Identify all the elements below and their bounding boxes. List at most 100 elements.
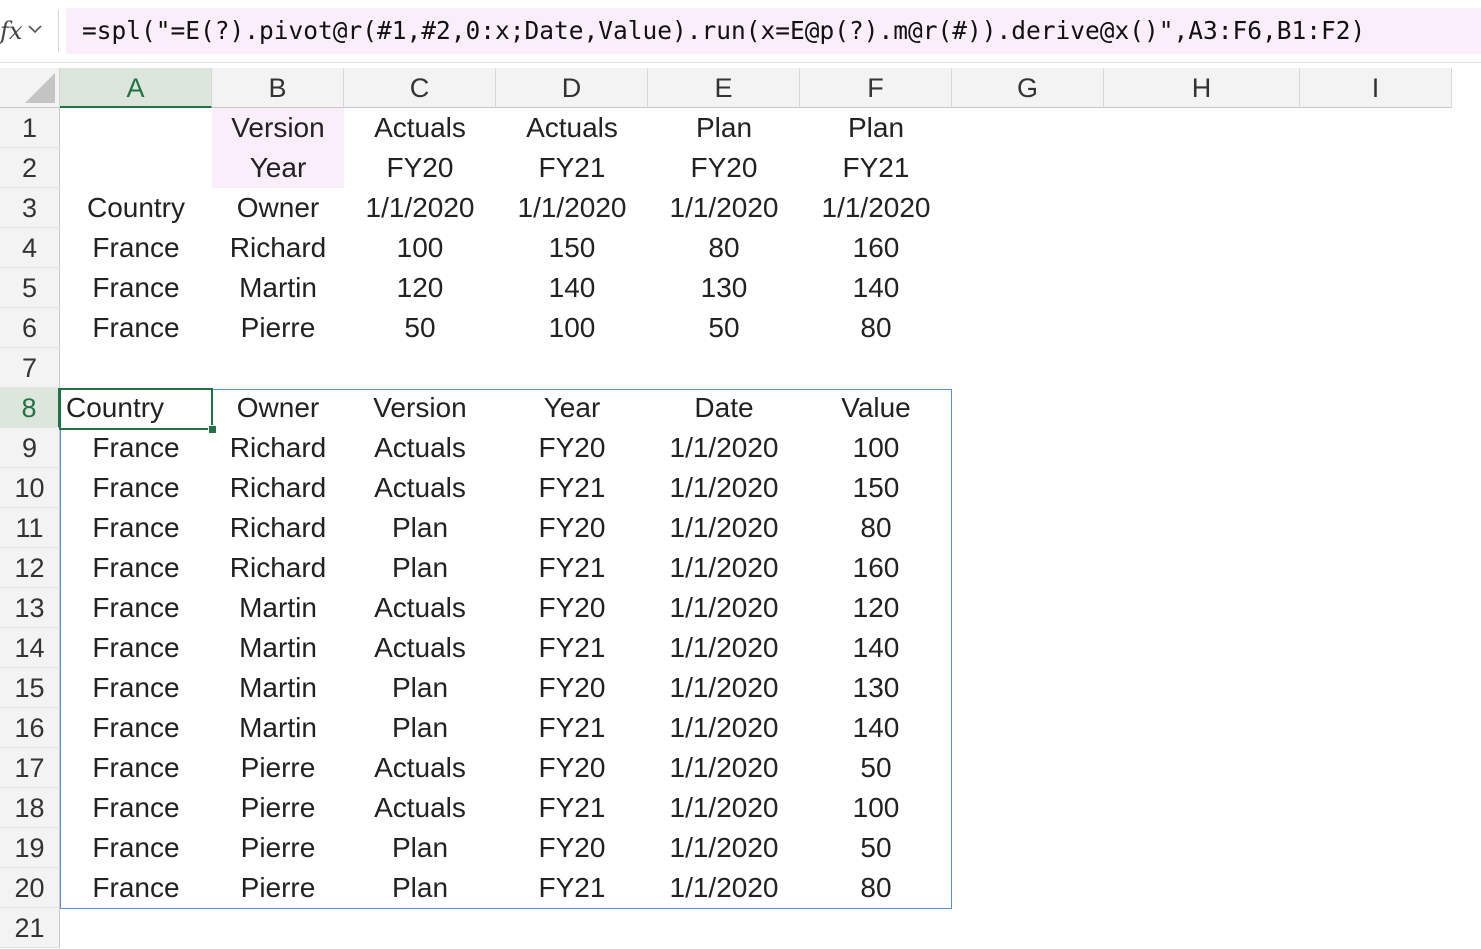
cell-f18[interactable]: 100 bbox=[852, 792, 900, 823]
column-header-f[interactable]: F bbox=[800, 68, 952, 108]
cell-c9[interactable]: Actuals bbox=[374, 432, 466, 463]
cell-e15[interactable]: 1/1/2020 bbox=[669, 672, 779, 703]
cell-b3[interactable]: Owner bbox=[236, 192, 320, 223]
row-header-13[interactable]: 13 bbox=[0, 588, 60, 628]
cell-b5[interactable]: Martin bbox=[239, 272, 317, 303]
cell-f20[interactable]: 80 bbox=[860, 872, 892, 903]
cell-d19[interactable]: FY20 bbox=[538, 832, 606, 863]
cell-d16[interactable]: FY21 bbox=[538, 712, 606, 743]
cell-c4[interactable]: 100 bbox=[396, 232, 444, 263]
cell-c17[interactable]: Actuals bbox=[374, 752, 466, 783]
cell-b10[interactable]: Richard bbox=[229, 472, 327, 503]
cell-c19[interactable]: Plan bbox=[391, 832, 449, 863]
cell-f9[interactable]: 100 bbox=[852, 432, 900, 463]
cell-d9[interactable]: FY20 bbox=[538, 432, 606, 463]
row-header-20[interactable]: 20 bbox=[0, 868, 60, 908]
row-header-11[interactable]: 11 bbox=[0, 508, 60, 548]
function-icon[interactable]: fx bbox=[0, 17, 23, 45]
cell-d11[interactable]: FY20 bbox=[538, 512, 606, 543]
column-header-d[interactable]: D bbox=[496, 68, 648, 108]
cell-e11[interactable]: 1/1/2020 bbox=[669, 512, 779, 543]
cell-e16[interactable]: 1/1/2020 bbox=[669, 712, 779, 743]
cell-d4[interactable]: 150 bbox=[548, 232, 596, 263]
cell-a9[interactable]: France bbox=[92, 432, 180, 463]
cell-a10[interactable]: France bbox=[92, 472, 180, 503]
cell-e4[interactable]: 80 bbox=[708, 232, 740, 263]
cell-e19[interactable]: 1/1/2020 bbox=[669, 832, 779, 863]
cell-e14[interactable]: 1/1/2020 bbox=[669, 632, 779, 663]
cell-f17[interactable]: 50 bbox=[860, 752, 892, 783]
cell-c13[interactable]: Actuals bbox=[374, 592, 466, 623]
column-header-e[interactable]: E bbox=[648, 68, 800, 108]
cell-b15[interactable]: Martin bbox=[239, 672, 317, 703]
cell-c6[interactable]: 50 bbox=[404, 312, 436, 343]
cell-b18[interactable]: Pierre bbox=[240, 792, 316, 823]
cell-b11[interactable]: Richard bbox=[229, 512, 327, 543]
cell-b17[interactable]: Pierre bbox=[240, 752, 316, 783]
cell-c8[interactable]: Version bbox=[373, 392, 467, 423]
cell-f3[interactable]: 1/1/2020 bbox=[821, 192, 931, 223]
cell-d5[interactable]: 140 bbox=[548, 272, 596, 303]
row-header-5[interactable]: 5 bbox=[0, 268, 60, 308]
cell-e10[interactable]: 1/1/2020 bbox=[669, 472, 779, 503]
column-header-i[interactable]: I bbox=[1300, 68, 1452, 108]
column-header-c[interactable]: C bbox=[344, 68, 496, 108]
row-header-10[interactable]: 10 bbox=[0, 468, 60, 508]
cell-a8[interactable]: Country bbox=[66, 392, 165, 423]
cell-f16[interactable]: 140 bbox=[852, 712, 900, 743]
cell-c1[interactable]: Actuals bbox=[374, 112, 466, 143]
cell-d6[interactable]: 100 bbox=[548, 312, 596, 343]
cell-b8[interactable]: Owner bbox=[236, 392, 320, 423]
cell-e17[interactable]: 1/1/2020 bbox=[669, 752, 779, 783]
cell-c2[interactable]: FY20 bbox=[386, 152, 454, 183]
cell-a6[interactable]: France bbox=[92, 312, 180, 343]
cell-a12[interactable]: France bbox=[92, 552, 180, 583]
cell-e2[interactable]: FY20 bbox=[690, 152, 758, 183]
cell-f12[interactable]: 160 bbox=[852, 552, 900, 583]
cell-f8[interactable]: Value bbox=[841, 392, 911, 423]
cell-e12[interactable]: 1/1/2020 bbox=[669, 552, 779, 583]
row-header-2[interactable]: 2 bbox=[0, 148, 60, 188]
cell-c12[interactable]: Plan bbox=[391, 552, 449, 583]
cell-d10[interactable]: FY21 bbox=[538, 472, 606, 503]
cell-e20[interactable]: 1/1/2020 bbox=[669, 872, 779, 903]
row-header-12[interactable]: 12 bbox=[0, 548, 60, 588]
cell-d12[interactable]: FY21 bbox=[538, 552, 606, 583]
cell-c5[interactable]: 120 bbox=[396, 272, 444, 303]
cell-c10[interactable]: Actuals bbox=[374, 472, 466, 503]
cell-e6[interactable]: 50 bbox=[708, 312, 740, 343]
cell-d13[interactable]: FY20 bbox=[538, 592, 606, 623]
cell-f13[interactable]: 120 bbox=[852, 592, 900, 623]
cell-d3[interactable]: 1/1/2020 bbox=[517, 192, 627, 223]
cell-f4[interactable]: 160 bbox=[852, 232, 900, 263]
row-header-8[interactable]: 8 bbox=[0, 388, 60, 428]
cell-b1[interactable]: Version bbox=[212, 108, 344, 148]
cell-e1[interactable]: Plan bbox=[695, 112, 753, 143]
cell-c11[interactable]: Plan bbox=[391, 512, 449, 543]
row-header-4[interactable]: 4 bbox=[0, 228, 60, 268]
cell-f15[interactable]: 130 bbox=[852, 672, 900, 703]
column-header-h[interactable]: H bbox=[1104, 68, 1300, 108]
cell-e9[interactable]: 1/1/2020 bbox=[669, 432, 779, 463]
cell-f5[interactable]: 140 bbox=[852, 272, 900, 303]
column-header-a[interactable]: A bbox=[60, 68, 212, 108]
cell-c15[interactable]: Plan bbox=[391, 672, 449, 703]
cell-e8[interactable]: Date bbox=[694, 392, 754, 423]
cell-d18[interactable]: FY21 bbox=[538, 792, 606, 823]
cell-c20[interactable]: Plan bbox=[391, 872, 449, 903]
cell-e3[interactable]: 1/1/2020 bbox=[669, 192, 779, 223]
cell-d2[interactable]: FY21 bbox=[538, 152, 606, 183]
cell-b14[interactable]: Martin bbox=[239, 632, 317, 663]
column-header-g[interactable]: G bbox=[952, 68, 1104, 108]
cell-b12[interactable]: Richard bbox=[229, 552, 327, 583]
cell-b6[interactable]: Pierre bbox=[240, 312, 316, 343]
cell-a4[interactable]: France bbox=[92, 232, 180, 263]
cell-a14[interactable]: France bbox=[92, 632, 180, 663]
cell-a19[interactable]: France bbox=[92, 832, 180, 863]
cell-a11[interactable]: France bbox=[92, 512, 180, 543]
cell-b2[interactable]: Year bbox=[212, 148, 344, 188]
cell-c16[interactable]: Plan bbox=[391, 712, 449, 743]
row-header-3[interactable]: 3 bbox=[0, 188, 60, 228]
cell-b13[interactable]: Martin bbox=[239, 592, 317, 623]
cell-c3[interactable]: 1/1/2020 bbox=[365, 192, 475, 223]
